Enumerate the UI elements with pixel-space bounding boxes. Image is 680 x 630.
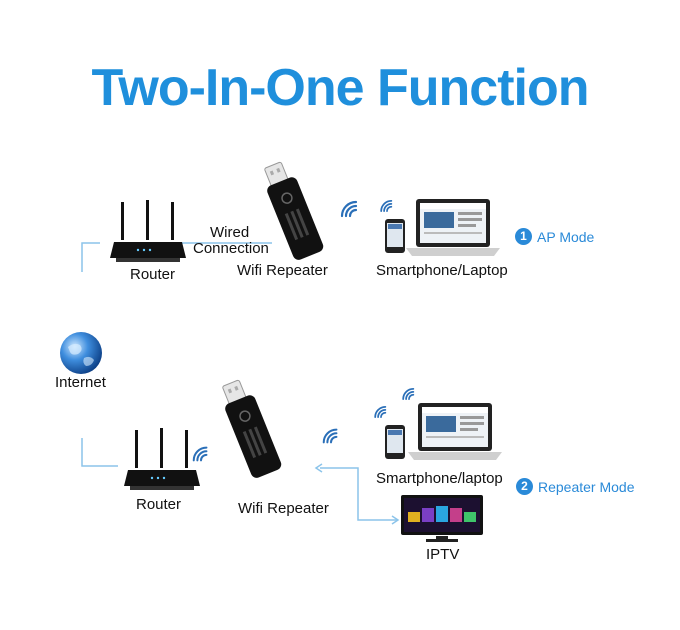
wifi-signal-icon [192,446,208,462]
ap-wifi-signal-small [378,198,396,219]
repeater-mode-number: 2 [516,478,533,495]
repeater-mode-label: Repeater Mode [538,478,635,495]
rep-laptop [408,402,502,467]
smartphone-icon [385,219,405,253]
rep-client-line [320,467,398,521]
wired-label-line1: Wired [210,224,250,241]
laptop-icon [406,199,500,256]
internet-label: Internet [55,374,106,391]
rep-wifi-signal-small-2 [400,386,418,407]
iptv-label: IPTV [426,546,460,563]
rep-arrow-back [314,463,323,473]
ap-internet-line [81,242,100,272]
ap-mode-number: 1 [515,228,532,245]
wifi-signal-icon [380,200,393,212]
wifi-repeater-icon [264,161,324,260]
repeater-mode-badge: 2 Repeater Mode [516,478,635,495]
rep-smartphone [384,424,406,465]
wifi-repeater-icon [222,379,282,478]
router-icon [124,428,200,490]
rep-repeater-label: Wifi Repeater [238,500,329,517]
page-title: Two-In-One Function [91,59,589,117]
iptv-device [400,494,484,549]
router-icon [110,200,186,262]
laptop-icon [408,403,502,460]
wired-label-line2: Connection [193,240,269,257]
rep-internet-line [81,438,118,467]
wifi-signal-icon [322,428,338,444]
wifi-signal-icon [402,388,415,400]
rep-wifi-repeater [210,378,296,483]
ap-client-label: Smartphone/Laptop [376,262,508,279]
globe-icon [60,332,102,374]
rep-router [122,428,202,499]
rep-arrow [391,515,400,525]
tv-icon [401,495,483,542]
ap-mode-label: AP Mode [537,228,595,245]
ap-mode-badge: 1 AP Mode [515,228,594,245]
smartphone-icon [385,425,405,459]
ap-smartphone [384,218,406,259]
wifi-signal-icon [374,406,387,418]
ap-router-label: Router [130,266,176,283]
ap-wifi-signal [338,198,362,225]
ap-wifi-repeater [252,160,338,265]
rep-router-label: Router [136,496,182,513]
ap-laptop [406,198,500,263]
internet-node [58,330,104,381]
rep-wifi-signal-small-1 [372,404,390,425]
rep-client-label: Smartphone/laptop [376,470,503,487]
rep-wifi-signal [320,426,342,451]
rep-router-wifi-signal [190,444,212,469]
ap-repeater-label: Wifi Repeater [237,262,328,279]
wifi-signal-icon [340,200,358,218]
ap-router [108,200,188,271]
